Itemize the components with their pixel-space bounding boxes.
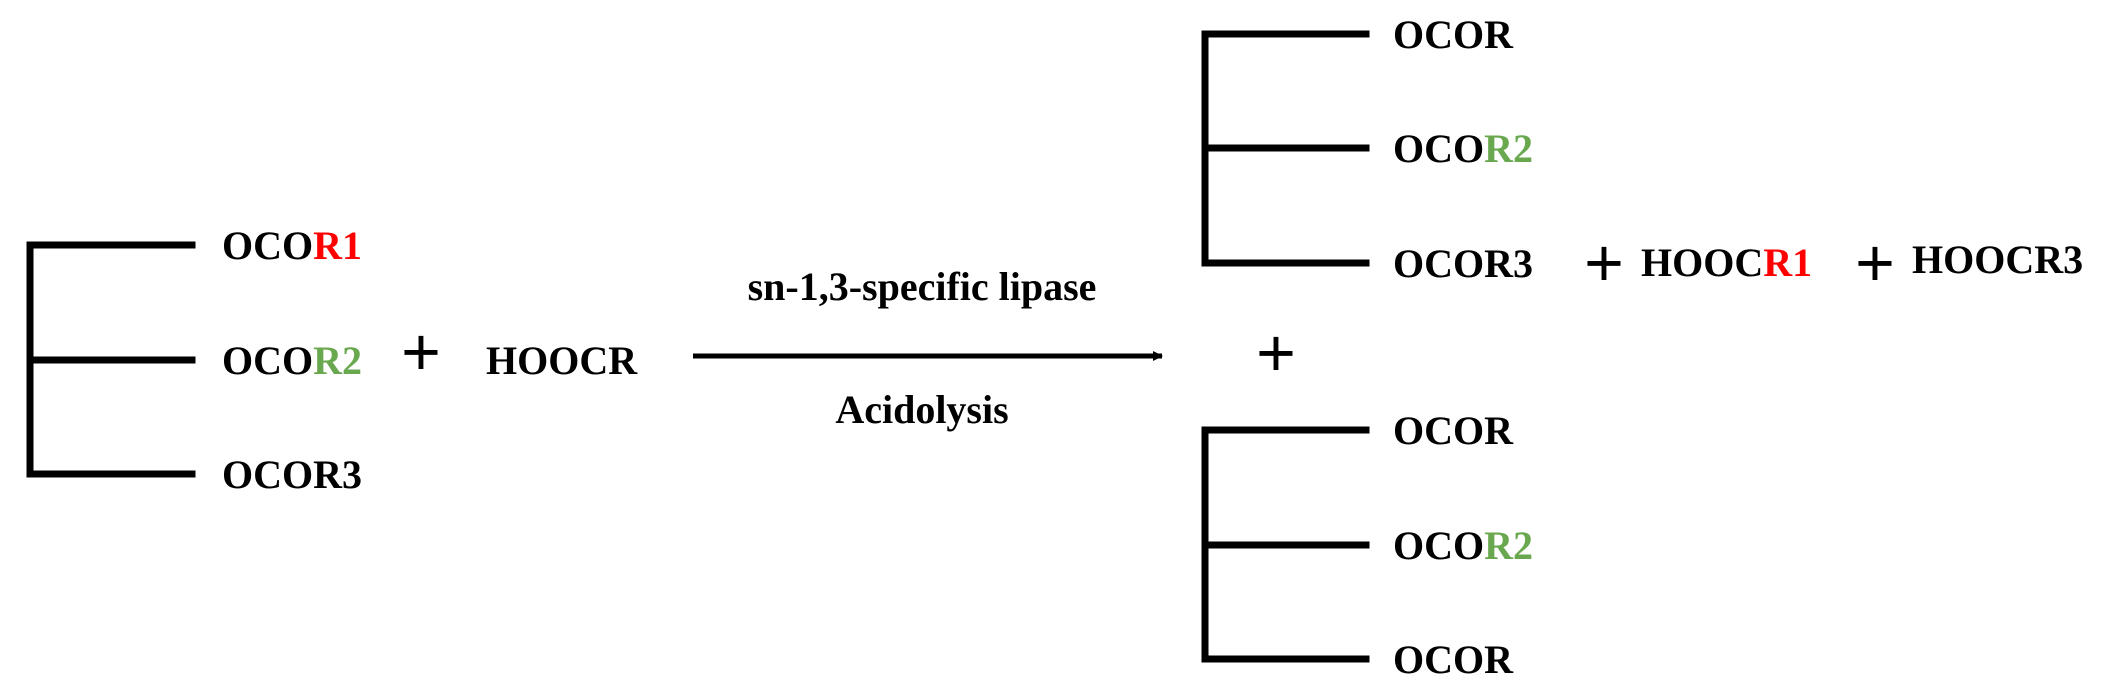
reactant-sn2-label: OCOR2 — [222, 338, 362, 383]
label-segment: OCOR3 — [222, 452, 362, 497]
substituent-r1: R1 — [313, 223, 362, 268]
label-segment: OCOR — [1393, 12, 1514, 57]
reaction-arrow: sn-1,3-specific lipase Acidolysis — [693, 264, 1163, 432]
reactant-sn1-label: OCOR1 — [222, 223, 362, 268]
product1-sn1-label: OCOR — [1393, 12, 1514, 57]
plus-sign-acid-2: + — [1855, 225, 1895, 301]
plus-sign-reactants: + — [401, 314, 441, 390]
substituent-r2: R2 — [1484, 523, 1533, 568]
label-segment: OCOR3 — [1393, 241, 1533, 286]
plus-sign-acid-1: + — [1584, 225, 1624, 301]
substituent-r2: R2 — [1484, 126, 1533, 171]
arrow-label-reaction: Acidolysis — [835, 387, 1008, 432]
product-triacylglycerol-2: OCOR OCOR2 OCOR — [1201, 408, 1533, 682]
product2-sn3-label: OCOR — [1393, 637, 1514, 682]
reactant-acid: HOOCR — [486, 338, 638, 383]
released-acid-r3: HOOCR3 — [1912, 237, 2083, 282]
label-segment: HOOC — [1641, 240, 1763, 285]
label-segment: OCO — [222, 223, 313, 268]
label-segment: OCOR — [1393, 408, 1514, 453]
label-segment: OCOR — [1393, 637, 1514, 682]
label-segment: OCO — [1393, 126, 1484, 171]
substituent-r2: R2 — [313, 338, 362, 383]
product1-sn3-label: OCOR3 — [1393, 241, 1533, 286]
substituent-r1: R1 — [1763, 240, 1812, 285]
product1-sn2-label: OCOR2 — [1393, 126, 1533, 171]
arrow-label-enzyme: sn-1,3-specific lipase — [748, 264, 1097, 309]
released-acid-r1: HOOCR1 — [1641, 240, 1812, 285]
reactant-sn3-label: OCOR3 — [222, 452, 362, 497]
label-segment: OCO — [222, 338, 313, 383]
product-triacylglycerol-1: OCOR OCOR2 OCOR3 — [1201, 12, 1533, 286]
product2-sn2-label: OCOR2 — [1393, 523, 1533, 568]
plus-sign-products: + — [1256, 315, 1296, 391]
reactant-triacylglycerol: OCOR1 OCOR2 OCOR3 — [26, 223, 362, 497]
product2-sn1-label: OCOR — [1393, 408, 1514, 453]
label-segment: OCO — [1393, 523, 1484, 568]
